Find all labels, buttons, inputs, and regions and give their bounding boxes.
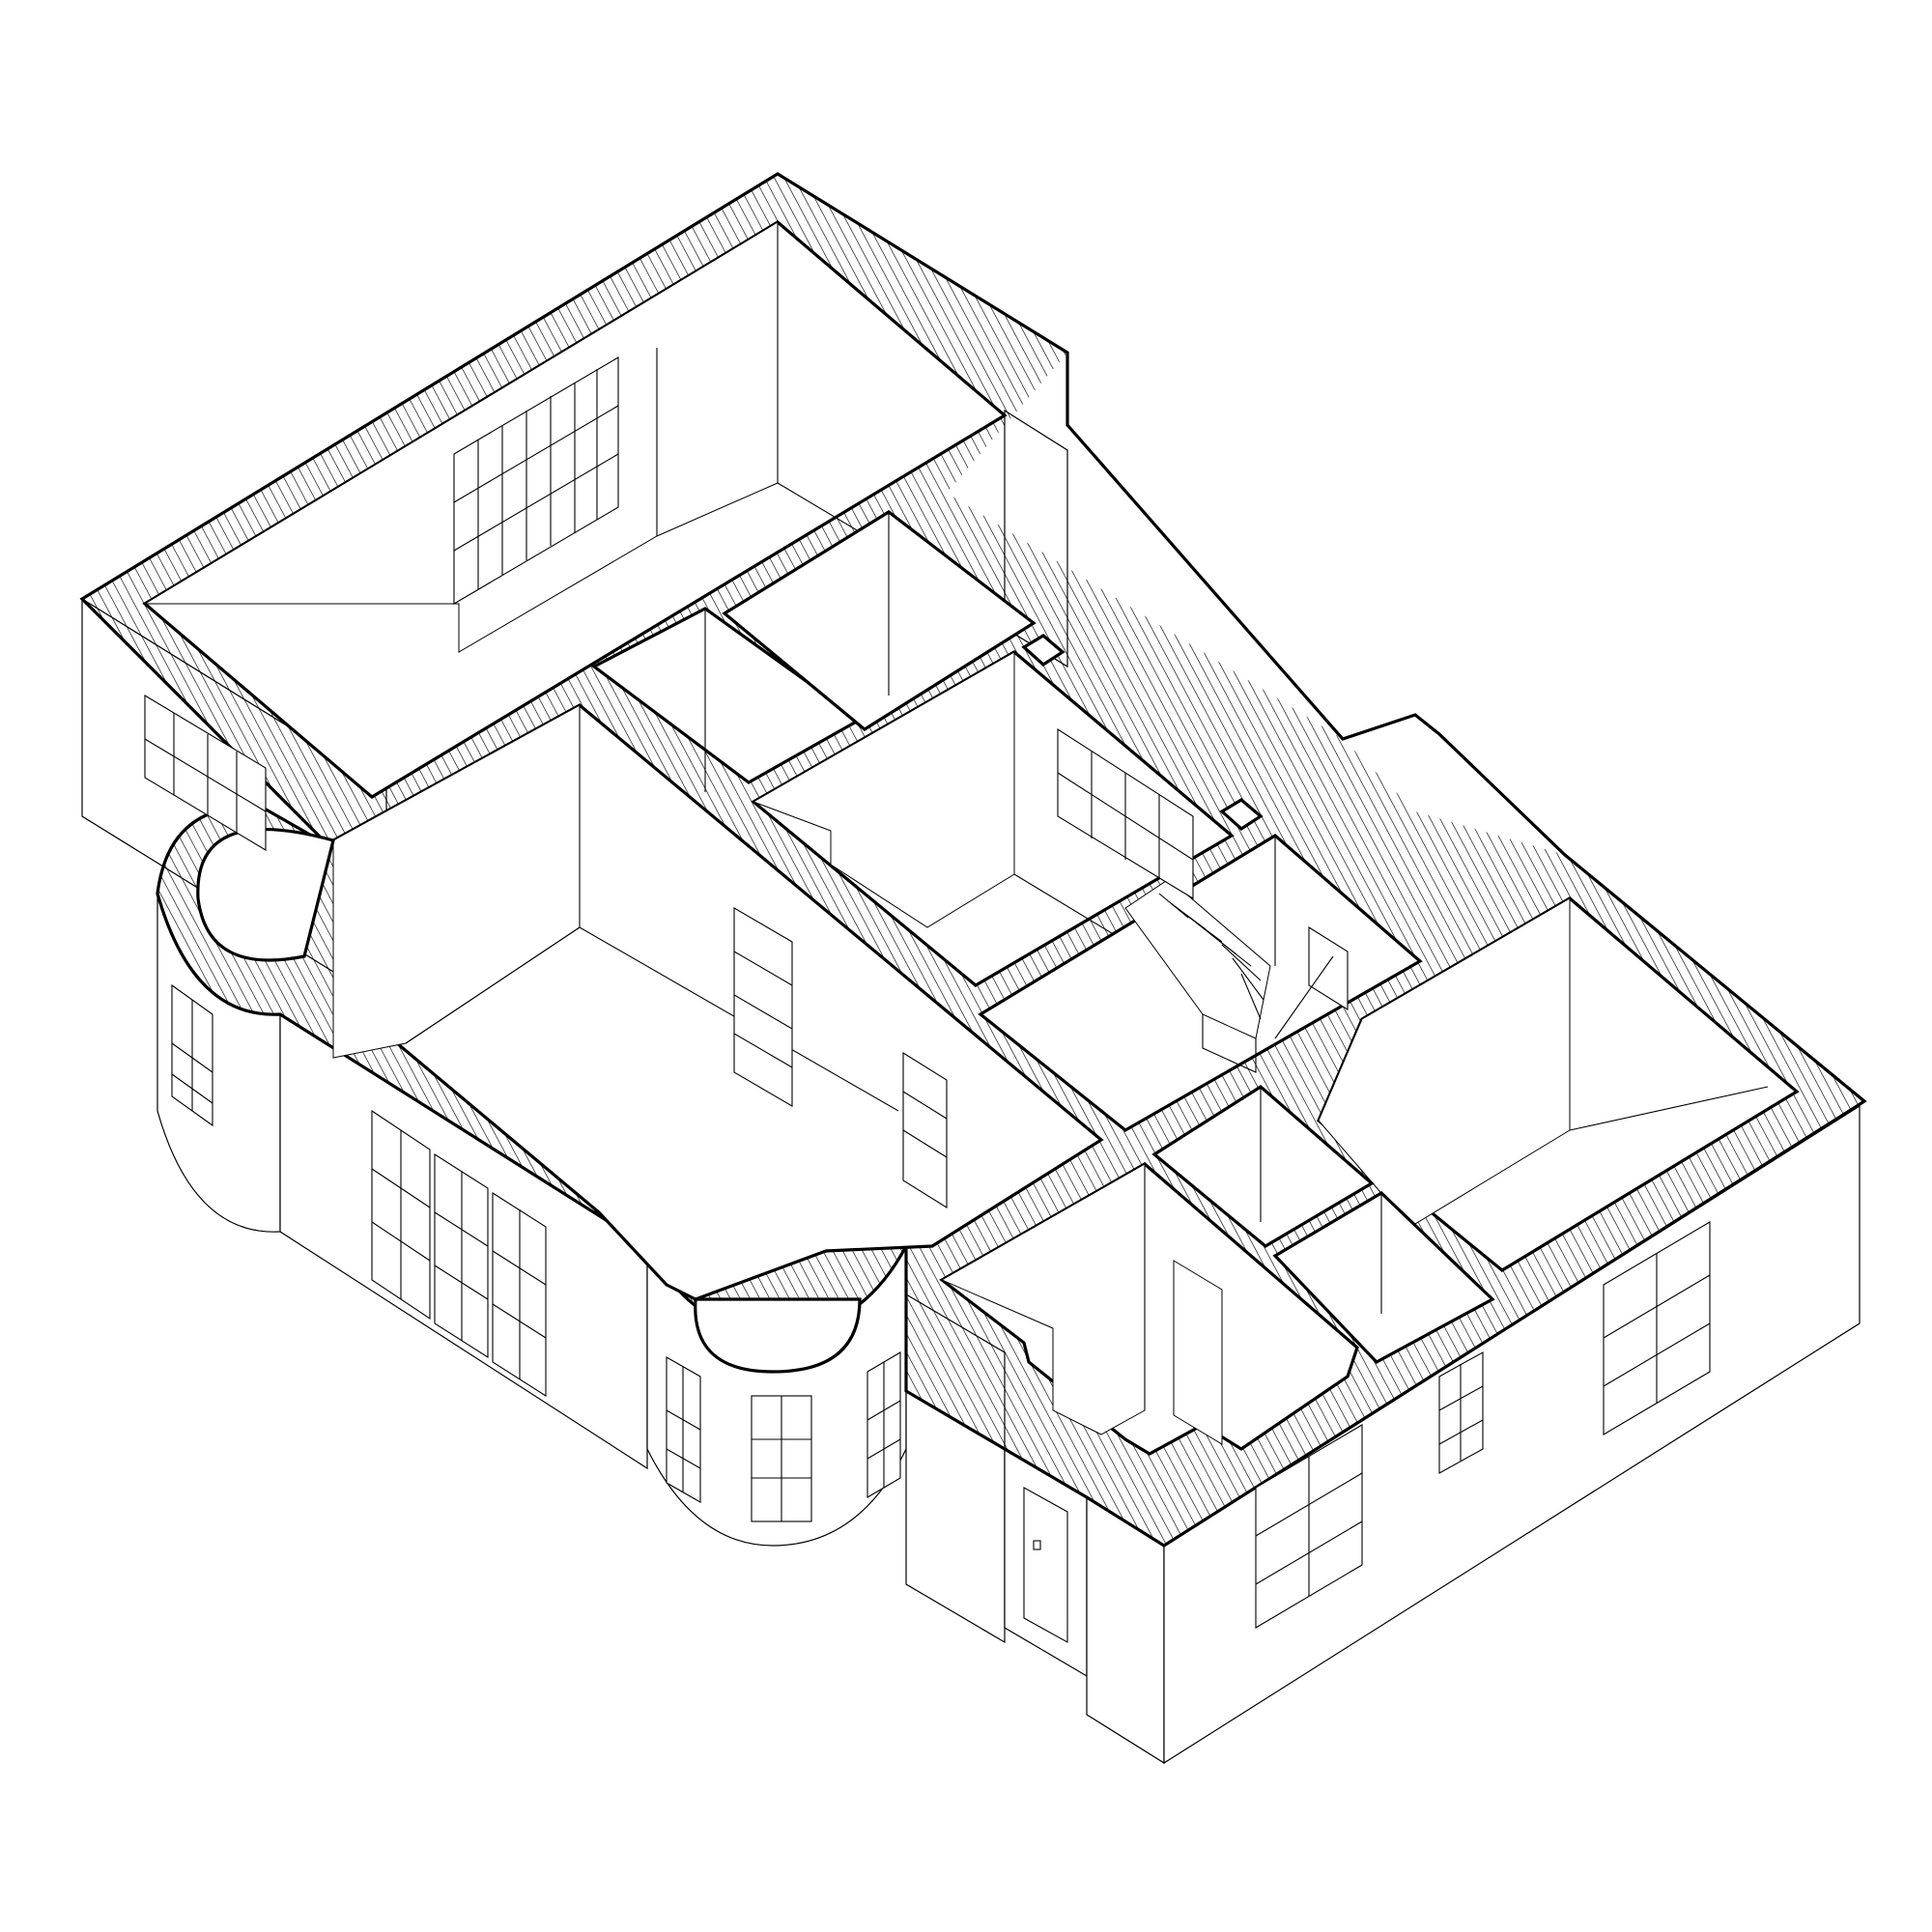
window-left-tower bbox=[171, 983, 213, 1127]
window-west-block bbox=[144, 695, 267, 851]
window-front-tower-right bbox=[867, 1351, 901, 1498]
stair-treads bbox=[1158, 893, 1264, 1020]
flue-opening-2 bbox=[1219, 798, 1264, 832]
east-back-wall bbox=[1318, 897, 1571, 1228]
door-handle bbox=[1033, 1540, 1041, 1550]
rooms bbox=[142, 220, 1800, 1456]
window-front-tower-center bbox=[751, 1395, 812, 1522]
window-east-3 bbox=[1603, 1221, 1711, 1435]
window-north-room bbox=[453, 356, 619, 605]
entrance-door-leaf bbox=[1023, 1487, 1068, 1643]
window-central-room bbox=[1057, 727, 1194, 899]
hall-floor-edge-2 bbox=[405, 926, 581, 1044]
window-hall-west-1 bbox=[371, 1109, 431, 1321]
window-front-tower-left bbox=[666, 1356, 701, 1503]
room-north-center bbox=[722, 510, 1037, 731]
stair-handrail bbox=[1274, 955, 1334, 1039]
east-floor-edge bbox=[1569, 1086, 1769, 1131]
window-hall-west-3 bbox=[492, 1191, 547, 1398]
stair-flight bbox=[1124, 878, 1271, 1039]
room-small-a bbox=[1151, 1085, 1375, 1248]
entrance-door bbox=[1023, 1487, 1068, 1643]
hall-interior-door-2 bbox=[902, 1052, 948, 1208]
stair-stringer bbox=[1202, 1014, 1257, 1073]
room-small-b bbox=[1272, 1191, 1495, 1364]
flue-opening-1 bbox=[1021, 634, 1065, 668]
windows bbox=[144, 356, 1711, 1629]
wall-openings bbox=[1021, 634, 1264, 832]
window-east-1 bbox=[1255, 1424, 1363, 1629]
stair-hall-door bbox=[1308, 926, 1349, 1010]
hall-interior-door-1 bbox=[733, 907, 793, 1107]
alcove-front bbox=[694, 1297, 862, 1374]
south-room-door-opening bbox=[1173, 1260, 1223, 1445]
window-east-2 bbox=[1438, 1351, 1484, 1474]
staircase bbox=[1124, 878, 1349, 1073]
window-hall-west-2 bbox=[434, 1152, 489, 1359]
